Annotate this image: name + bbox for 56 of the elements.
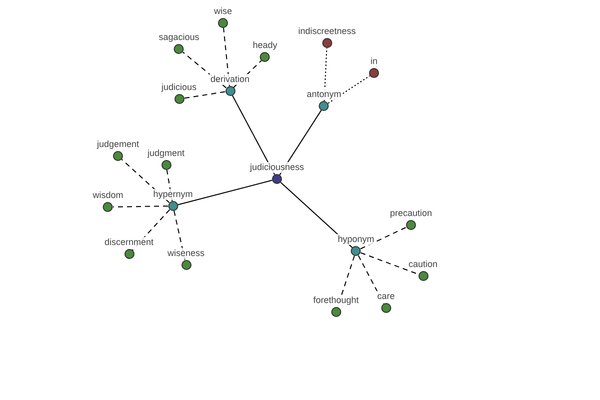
word-node bbox=[369, 56, 379, 78]
connector-line bbox=[183, 91, 226, 99]
word-node bbox=[152, 189, 194, 211]
word-node bbox=[312, 295, 360, 317]
connector-line bbox=[182, 52, 227, 88]
word-node bbox=[248, 162, 306, 184]
word-node bbox=[209, 74, 251, 96]
connector-line bbox=[328, 75, 370, 104]
connector-line bbox=[324, 48, 328, 102]
word-node bbox=[297, 26, 357, 48]
node-label: derivation bbox=[209, 74, 251, 85]
connector-line bbox=[121, 158, 170, 204]
connector-line bbox=[360, 226, 407, 250]
node-label: judicious bbox=[160, 82, 198, 93]
word-node bbox=[166, 248, 206, 270]
connector-line bbox=[112, 206, 168, 208]
word-node bbox=[158, 32, 200, 54]
node-label: wisdom bbox=[92, 190, 124, 201]
connector-line bbox=[360, 252, 419, 275]
node-label: judgment bbox=[146, 148, 186, 159]
word-node bbox=[103, 237, 155, 259]
word-node bbox=[213, 6, 233, 28]
connector-line bbox=[223, 27, 230, 87]
connector-line bbox=[233, 60, 262, 88]
node-label: judiciousness bbox=[248, 162, 306, 173]
word-node bbox=[388, 208, 434, 230]
node-label: care bbox=[376, 291, 396, 302]
node-label: indiscreetness bbox=[297, 26, 357, 37]
word-node bbox=[146, 148, 186, 170]
word-node bbox=[336, 234, 376, 256]
node-label: discernment bbox=[103, 237, 155, 248]
word-node bbox=[407, 259, 439, 281]
connector-line bbox=[232, 94, 276, 176]
word-node bbox=[92, 190, 124, 212]
word-node bbox=[96, 139, 140, 161]
node-label: judgement bbox=[96, 139, 140, 150]
connector-line bbox=[358, 254, 384, 304]
word-node bbox=[376, 291, 396, 313]
node-label: antonym bbox=[306, 89, 342, 100]
word-node bbox=[160, 82, 198, 104]
node-label: hypernym bbox=[152, 189, 194, 200]
word-node bbox=[252, 40, 278, 62]
connector-line bbox=[174, 210, 186, 261]
word-node bbox=[306, 89, 342, 111]
node-label: caution bbox=[407, 259, 439, 270]
node-label: wiseness bbox=[166, 248, 206, 259]
node-label: forethought bbox=[312, 295, 360, 306]
connector-line bbox=[177, 180, 273, 206]
node-label: hyponym bbox=[336, 234, 376, 245]
node-label: precaution bbox=[388, 208, 434, 219]
connector-line bbox=[132, 209, 170, 251]
node-label: sagacious bbox=[158, 32, 200, 43]
node-label: heady bbox=[252, 40, 278, 51]
node-label: wise bbox=[213, 6, 233, 17]
connector-line bbox=[166, 169, 173, 202]
node-label: in bbox=[369, 56, 378, 67]
